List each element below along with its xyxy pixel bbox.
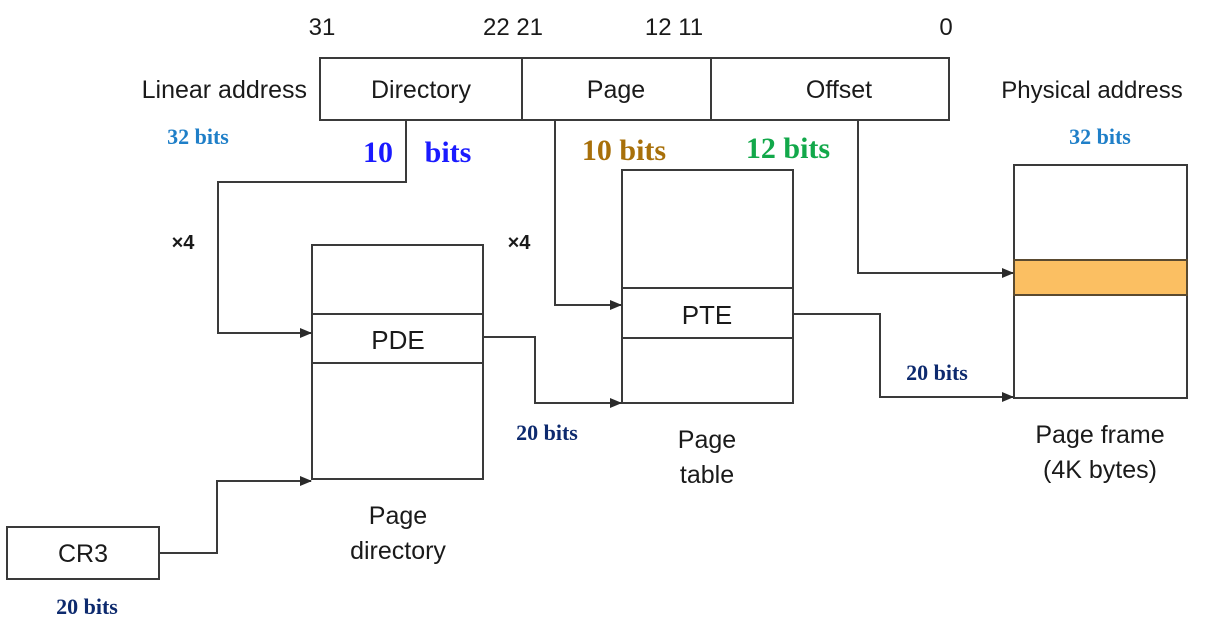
offset-arrow — [857, 120, 1014, 278]
page-bits-label: 10 bits — [582, 134, 666, 167]
pde-base-width: 20 bits — [516, 420, 578, 445]
physical-address-width: 32 bits — [1069, 124, 1131, 149]
page-table: PTE — [621, 169, 794, 404]
directory-index-arrow — [217, 120, 407, 338]
pde-to-page-table-arrow — [483, 336, 622, 408]
linear-address-label: Linear address — [142, 76, 307, 104]
offset-field: Offset — [806, 76, 872, 104]
offset-bits-label: 12 bits — [746, 132, 830, 165]
pde-entry: PDE — [371, 325, 424, 355]
directory-field: Directory — [371, 76, 472, 104]
page-frame-caption-1: Page frame — [1035, 421, 1164, 449]
table-index-arrow — [554, 120, 622, 310]
directory-index-multiplier: ×4 — [172, 232, 196, 254]
pte-entry: PTE — [682, 300, 733, 330]
cr3-label: CR3 — [58, 540, 108, 568]
page-frame — [1013, 164, 1188, 399]
table-index-multiplier: ×4 — [508, 232, 532, 254]
pte-base-width: 20 bits — [906, 360, 968, 385]
page-table-caption-1: Page — [678, 426, 736, 454]
bit-31-label: 31 — [309, 14, 336, 41]
linear-address-frame — [319, 57, 950, 121]
page-directory-caption-2: directory — [350, 537, 446, 565]
directory-bits-unit: bits — [425, 136, 472, 169]
linear-address-width: 32 bits — [167, 124, 229, 149]
addressed-byte-highlight — [1013, 259, 1188, 296]
cr3-box — [6, 526, 160, 580]
directory-bits-number: 10 — [363, 136, 393, 169]
cr3-width: 20 bits — [56, 594, 118, 619]
page-directory-caption-1: Page — [369, 502, 427, 530]
linear-address-bar: Directory Page Offset — [319, 57, 950, 121]
pte-to-page-frame-arrow — [793, 313, 1014, 402]
page-field: Page — [587, 76, 645, 104]
bit-0-label: 0 — [939, 14, 952, 41]
cr3-register: CR3 — [6, 526, 160, 580]
bit-12-11-label: 12 11 — [645, 14, 703, 41]
page-directory: PDE — [311, 244, 484, 480]
page-table-caption-2: table — [680, 461, 734, 489]
cr3-to-page-directory-arrow — [159, 476, 312, 554]
bit-22-21-label: 22 21 — [483, 14, 543, 41]
page-table-frame — [621, 169, 794, 404]
page-frame-caption-2: (4K bytes) — [1043, 456, 1157, 484]
physical-address-label: Physical address — [1001, 77, 1182, 104]
